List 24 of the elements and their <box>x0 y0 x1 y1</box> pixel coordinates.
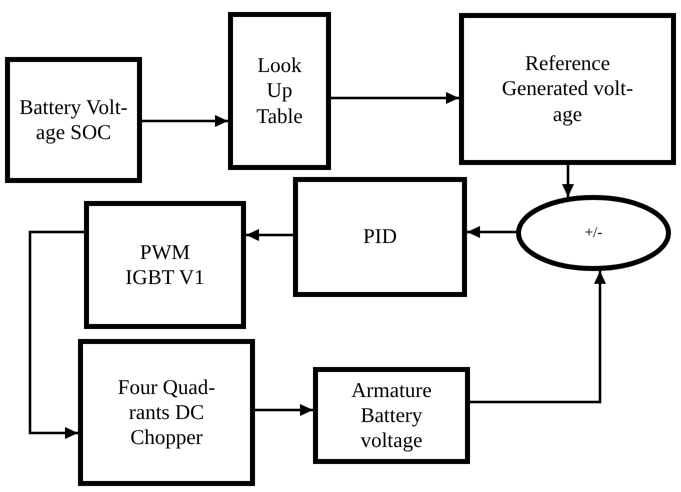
process-box <box>293 177 467 297</box>
process-box <box>459 13 676 165</box>
arrow <box>331 92 459 104</box>
box-label: +/- <box>584 224 604 242</box>
box-label: Reference Generated volt- age <box>500 51 634 127</box>
box-label: PWM IGBT V1 <box>124 240 206 290</box>
box-label: PID <box>362 224 398 250</box>
box-label: Look Up Table <box>255 53 304 129</box>
arrow <box>562 165 574 198</box>
process-box <box>5 57 142 183</box>
process-box <box>84 201 246 329</box>
arrow <box>142 115 228 127</box>
summing-junction <box>516 195 671 271</box>
arrow <box>470 270 606 404</box>
arrow <box>467 226 516 238</box>
arrow <box>246 229 293 241</box>
box-label: Battery Volt- age SOC <box>18 94 129 146</box>
box-label: Four Quad- rants DC Chopper <box>116 374 216 450</box>
arrow <box>255 404 313 416</box>
arrow <box>28 230 84 439</box>
box-label: Armature Battery voltage <box>350 378 433 454</box>
process-box <box>313 367 470 464</box>
process-box <box>228 12 331 170</box>
process-box <box>78 339 255 486</box>
